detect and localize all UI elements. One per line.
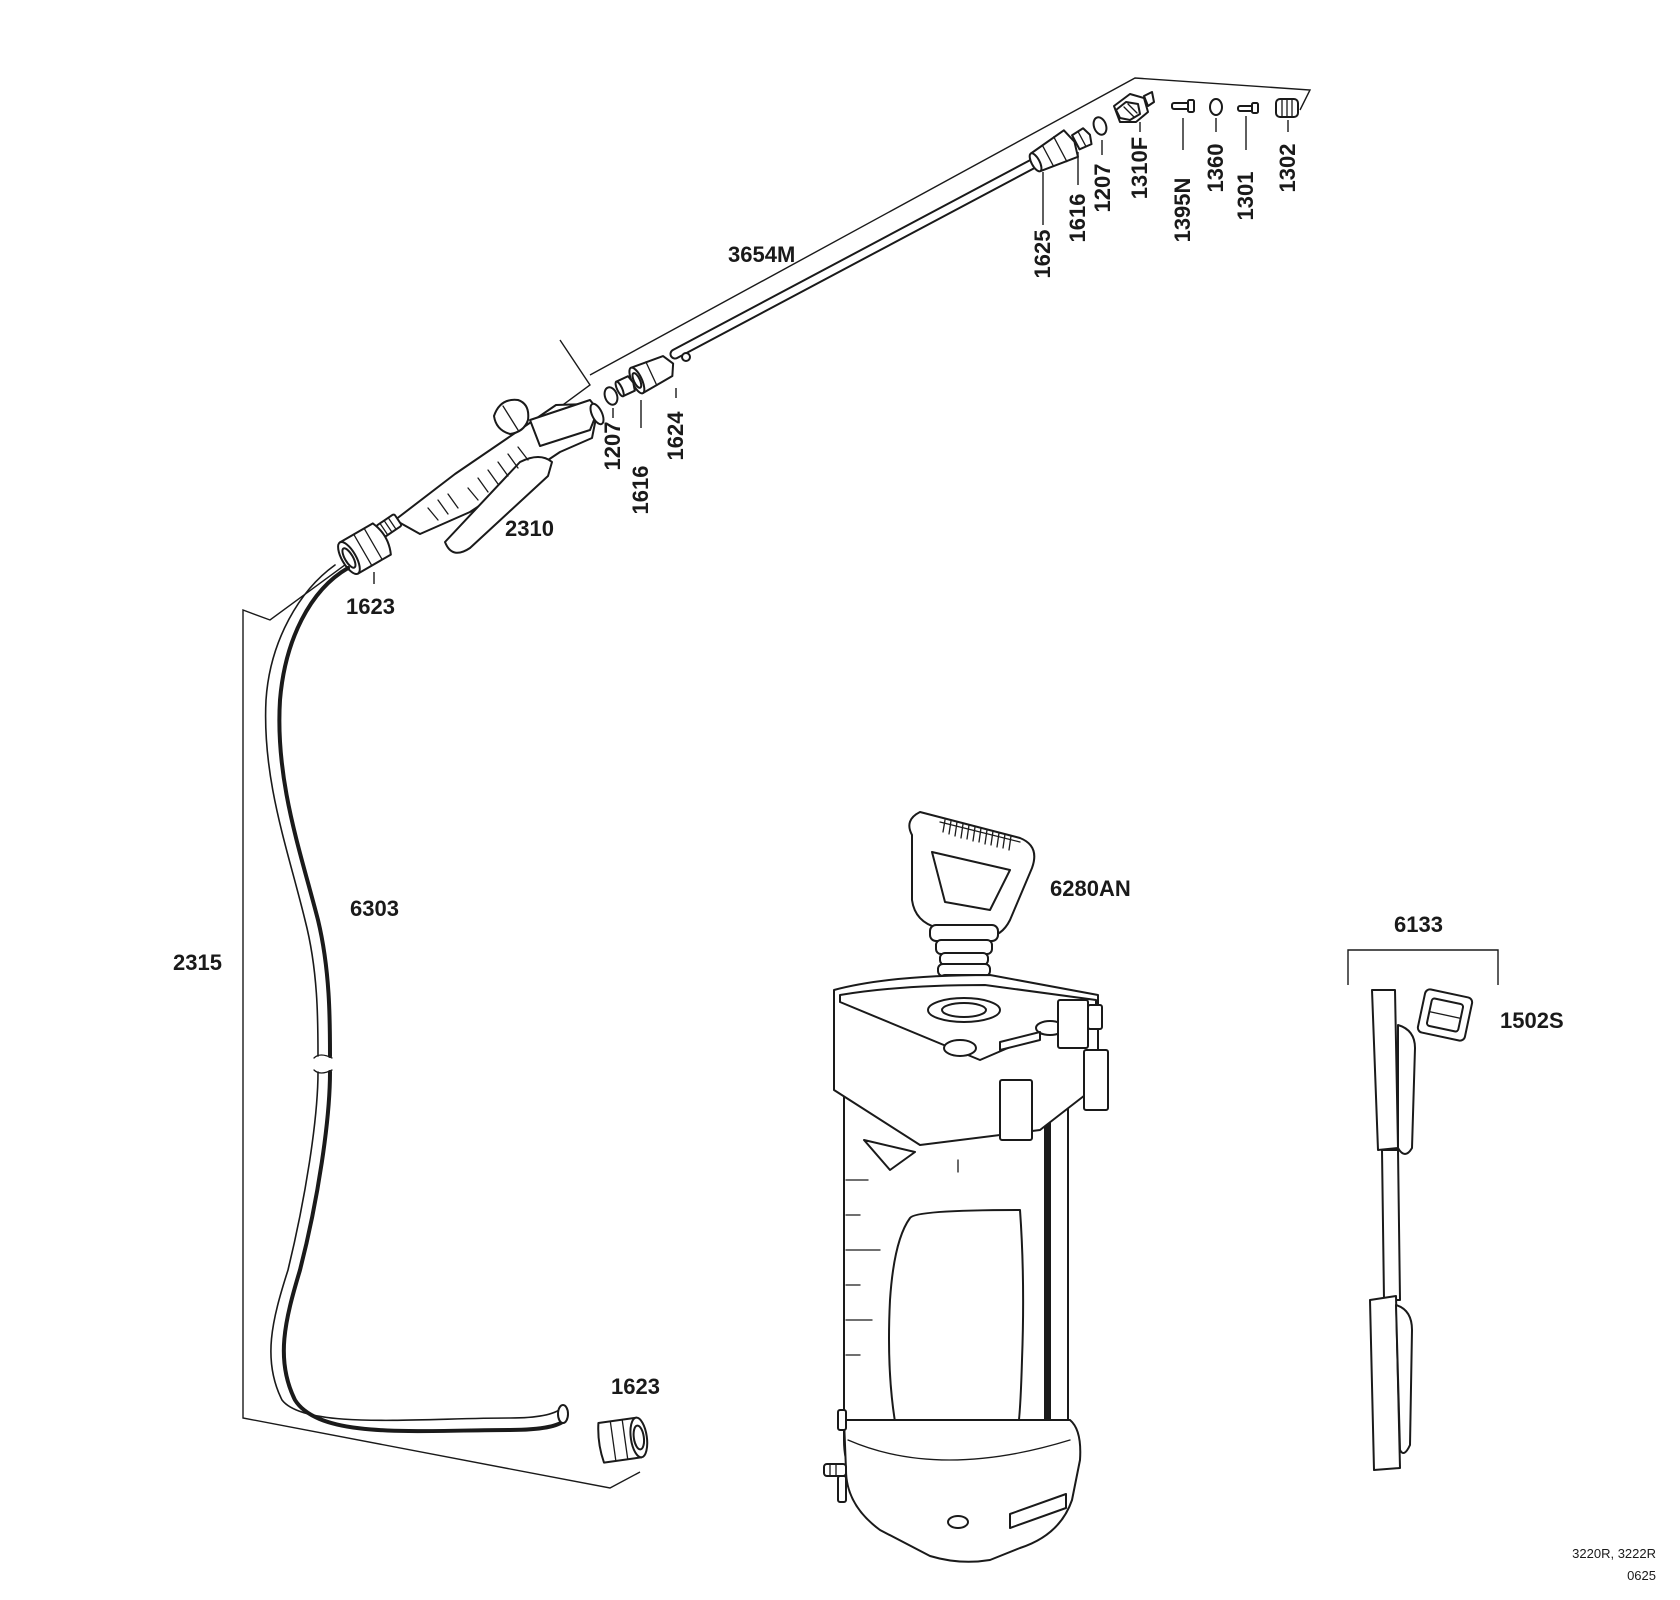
label-trigger-handle: 2310 [505,516,554,541]
lance-tube [669,154,1046,362]
hose-assembly-bracket [242,339,641,1489]
label-lance: 3654M [728,242,795,267]
label-hose: 6303 [350,896,399,921]
oring-top [1092,116,1108,136]
washer-top [1071,127,1093,151]
hose-nut-bottom [597,1416,649,1464]
label-nozzle-insert: 1301 [1233,172,1258,221]
label-pump-handle: 6280AN [1050,876,1131,901]
label-oring-mid: 1207 [600,422,625,471]
part-labels: 3654M 1625 1616 1207 1310F 1395N 1360 13… [173,137,1564,1399]
label-strap-buckle: 1502S [1500,1008,1564,1033]
strap-buckle [1416,988,1474,1042]
trigger-handle [375,398,605,554]
lance-end-nut [1028,129,1079,173]
lance-assembly-bracket [589,77,1312,376]
label-strap-assembly: 6133 [1394,912,1443,937]
lance-nut [628,355,675,395]
nozzle-insert [1237,102,1259,114]
handle-grip-ribs [942,819,1012,851]
sprayer-tank [823,974,1109,1563]
label-lance-nut: 1624 [663,411,688,461]
hose [264,564,569,1434]
label-hose-nut-bottom: 1623 [611,1374,660,1399]
label-hose-nut-top: 1623 [346,594,395,619]
oring-mid [603,386,619,406]
leader-lines [373,116,1289,584]
footer: 3220R, 3222R 0625 [1572,1546,1656,1583]
label-nozzle-body-end: 1625 [1030,230,1055,279]
nozzle-pin [1171,99,1195,113]
nozzle-elbow [1113,91,1155,123]
carry-strap [1369,989,1416,1471]
label-nozzle-tip: 1302 [1275,144,1300,193]
hose-nut-top [337,522,392,575]
strap-bracket [1347,949,1499,985]
label-oring-top: 1207 [1090,164,1115,213]
nozzle-tip [1275,98,1299,118]
label-washer-mid: 1616 [628,466,653,515]
footer-code: 0625 [1627,1568,1656,1583]
label-nozzle-ring: 1360 [1203,144,1228,193]
label-nozzle-pin: 1395N [1170,178,1195,243]
label-hose-assembly: 2315 [173,950,222,975]
washer-mid [614,375,636,398]
footer-models: 3220R, 3222R [1572,1546,1656,1561]
label-nozzle-elbow: 1310F [1127,137,1152,199]
label-washer-top: 1616 [1065,194,1090,243]
nozzle-ring [1209,98,1223,116]
